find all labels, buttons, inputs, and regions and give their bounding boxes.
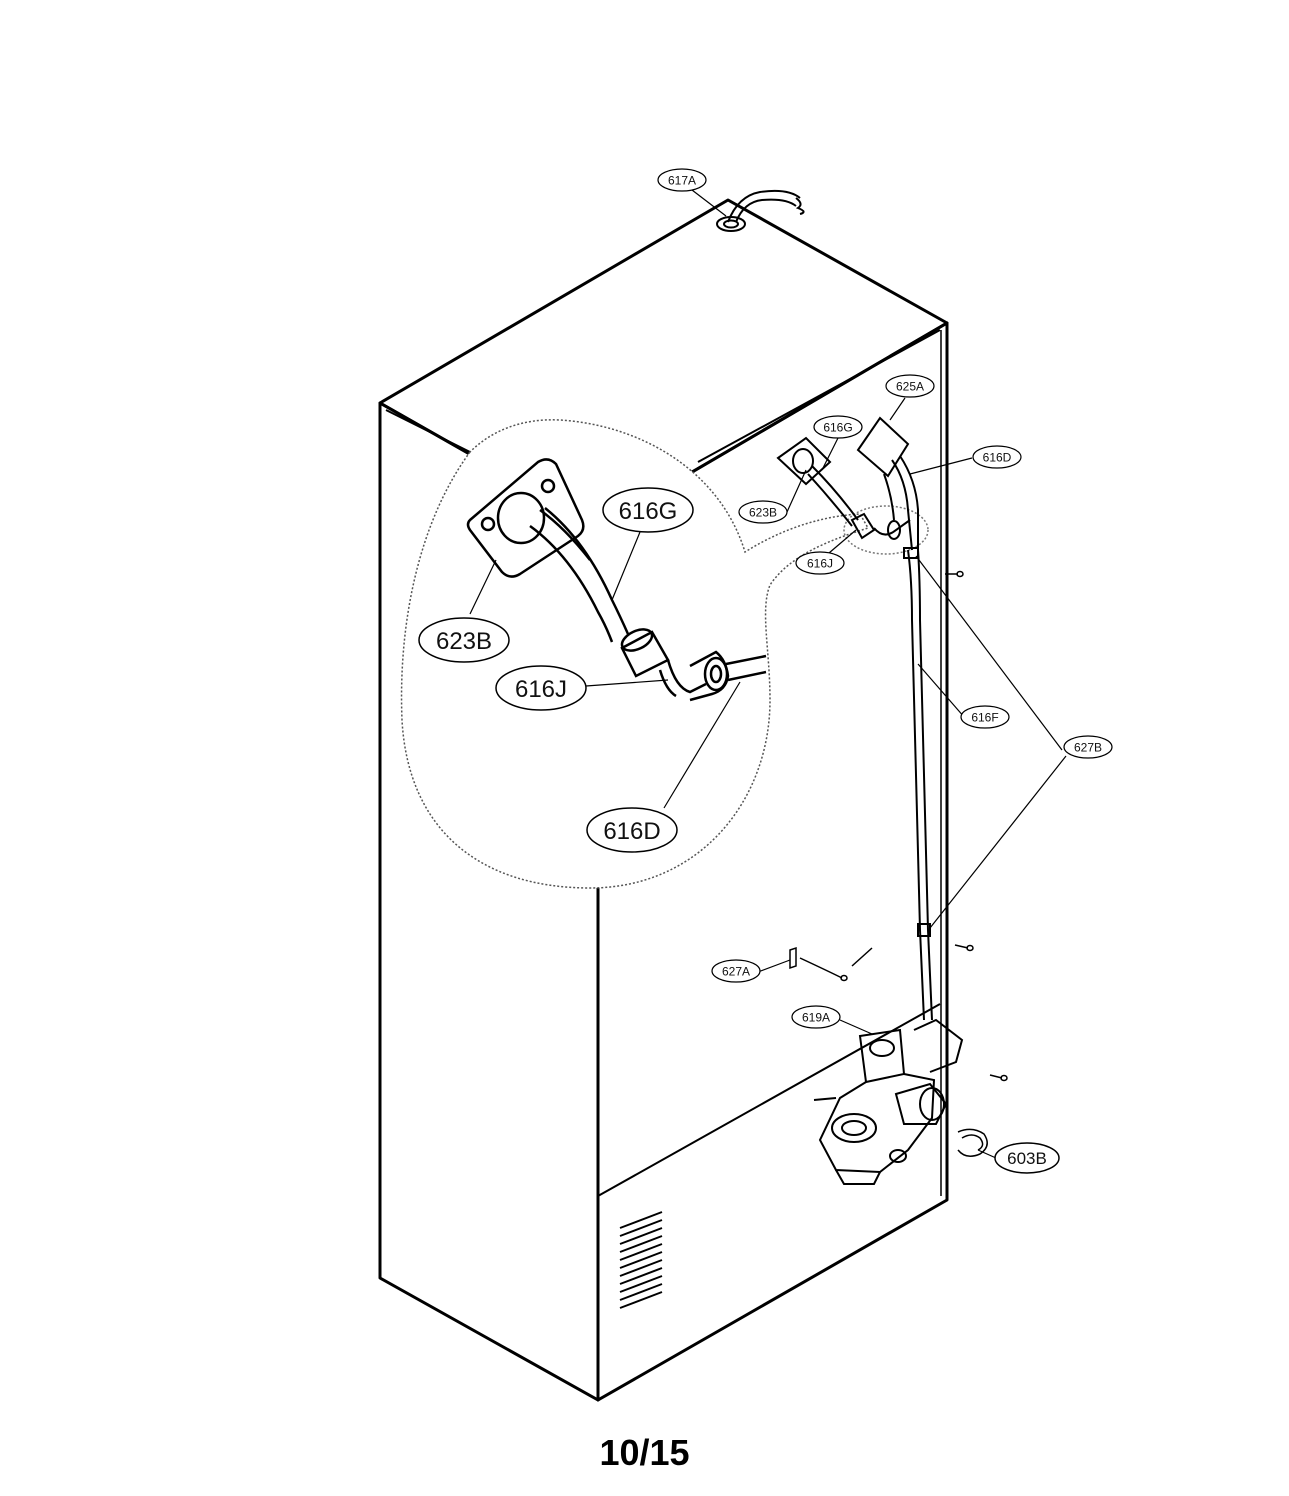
svg-text:603B: 603B <box>1007 1149 1047 1168</box>
svg-text:616D: 616D <box>603 818 660 845</box>
water-tube-616f <box>903 547 933 1021</box>
callout-627b: 627B <box>1063 735 1113 759</box>
filter-head-625a <box>856 416 919 551</box>
screw-627b <box>945 570 1008 1082</box>
clamp-603b <box>957 1128 988 1157</box>
svg-text:627B: 627B <box>1074 741 1102 755</box>
callout-617a: 617A <box>657 168 707 192</box>
svg-text:616D: 616D <box>983 451 1012 465</box>
callout-616g-large: 616G <box>602 487 694 533</box>
bracket-623b-small <box>776 436 859 527</box>
callout-623b-large: 623B <box>418 617 510 663</box>
callout-616j-large: 616J <box>495 665 587 711</box>
power-cord-617a <box>716 189 805 232</box>
callout-603b: 603B <box>994 1142 1060 1174</box>
svg-text:616F: 616F <box>971 711 998 725</box>
callout-616f: 616F <box>960 705 1010 729</box>
callout-616g-small: 616G <box>813 415 863 439</box>
callout-616d-large: 616D <box>586 807 678 853</box>
callout-616j-small: 616J <box>795 551 845 575</box>
callout-627a: 627A <box>711 959 761 983</box>
hose-616d-large <box>725 654 767 682</box>
svg-text:625A: 625A <box>896 380 924 394</box>
callout-625a: 625A <box>885 374 935 398</box>
connector-616j-small <box>850 512 911 540</box>
leader-lines <box>469 189 1067 1159</box>
clip-627a <box>789 946 873 982</box>
callout-619a: 619A <box>791 1005 841 1029</box>
svg-text:619A: 619A <box>802 1011 830 1025</box>
tube-616g-large <box>529 507 630 643</box>
water-valve-619a <box>813 1018 964 1185</box>
detail-magnifier-bubble <box>400 419 929 889</box>
callout-623b-small: 623B <box>738 500 788 524</box>
svg-text:623B: 623B <box>436 628 492 655</box>
svg-text:616G: 616G <box>619 498 678 525</box>
svg-text:617A: 617A <box>668 174 696 188</box>
svg-text:623B: 623B <box>749 506 777 520</box>
svg-text:627A: 627A <box>722 965 750 979</box>
callout-616d-small: 616D <box>972 445 1022 469</box>
svg-text:616J: 616J <box>515 676 567 703</box>
vent-grille <box>619 1211 663 1309</box>
svg-text:616G: 616G <box>823 421 852 435</box>
svg-text:616J: 616J <box>807 557 833 571</box>
connector-616j-large <box>620 628 730 702</box>
page-number: 10/15 <box>599 1432 690 1473</box>
